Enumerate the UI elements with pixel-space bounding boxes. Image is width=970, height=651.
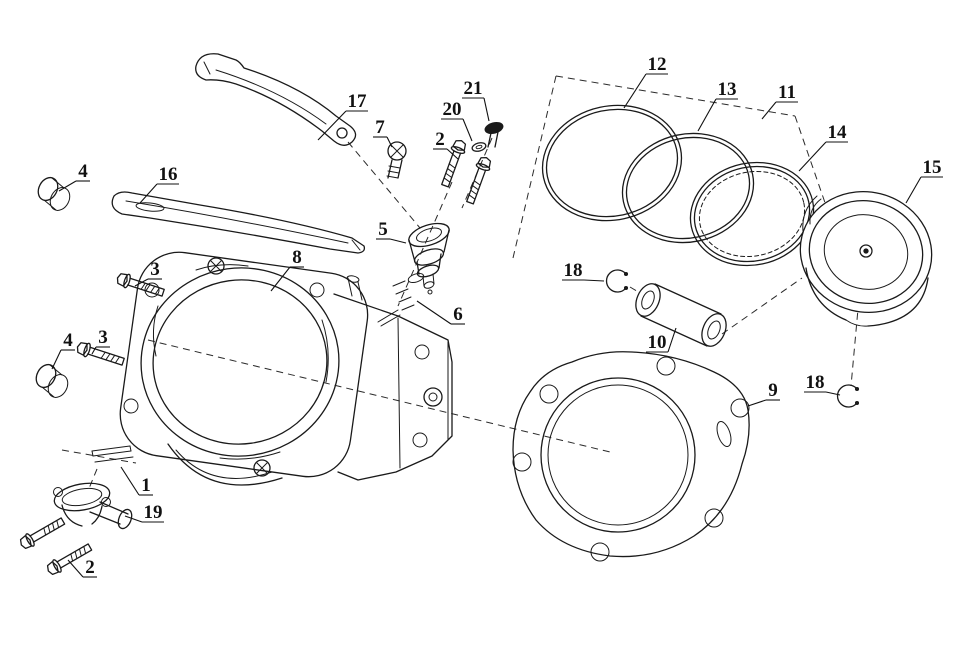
part-15-piston: [799, 190, 933, 327]
callout-leader-line: [747, 399, 767, 407]
callout-6: 6: [416, 300, 465, 325]
part-9-cylinder-gasket: [512, 351, 750, 562]
callout-17: 17: [317, 91, 368, 141]
callout-label: 4: [78, 161, 88, 182]
part-7-flat-screw: [386, 141, 407, 179]
callout-leader-line: [825, 391, 841, 396]
part-17-cam-chain-guide: [195, 53, 357, 146]
callout-label: 1: [141, 475, 151, 496]
part-18-circlips: [605, 269, 860, 408]
callout-leader-line: [905, 176, 922, 204]
callout-leader-line: [134, 278, 149, 287]
callout-label: 5: [378, 219, 388, 240]
callout-label: 13: [718, 79, 737, 100]
callout-leader-line: [462, 118, 473, 142]
callout-leader-line: [583, 279, 605, 282]
callout-8: 8: [270, 247, 304, 292]
callout-label: 6: [453, 304, 463, 325]
part-2-bolts-bottom: [17, 514, 95, 578]
callout-label: 7: [375, 117, 385, 138]
callout-leader-line: [120, 466, 140, 496]
callout-leader-line: [697, 98, 717, 132]
construction-dashed-lines: [61, 75, 863, 492]
callout-label: 3: [150, 259, 160, 280]
callout-16: 16: [139, 164, 179, 204]
callout-14: 14: [798, 122, 848, 172]
callout-label: 10: [648, 332, 667, 353]
callout-3-bottom: 3: [91, 327, 110, 355]
callout-9: 9: [747, 380, 780, 407]
callout-leader-line: [91, 346, 97, 355]
part-21-cap: [484, 121, 504, 148]
part-20-washer: [471, 142, 487, 152]
callout-leader-line: [317, 110, 347, 141]
callout-19: 19: [124, 502, 164, 523]
part-16-cam-chain-guide-rail: [111, 191, 366, 254]
callout-label: 14: [828, 122, 848, 143]
callout-label: 4: [63, 330, 73, 351]
part-19-water-joint: [53, 482, 133, 530]
callout-leader-line: [761, 101, 777, 120]
callout-label: 18: [564, 260, 583, 281]
callout-leader-line: [58, 180, 77, 192]
callout-4-top: 4: [58, 161, 90, 192]
callout-leader-line: [270, 266, 291, 292]
part-4-caps: [35, 176, 71, 398]
callout-5: 5: [376, 219, 407, 244]
callout-label: 16: [159, 164, 178, 185]
callout-leader-line: [798, 141, 827, 172]
callout-leader-line: [483, 97, 490, 122]
callout-label: 2: [85, 557, 95, 578]
callout-leader-line: [416, 300, 452, 325]
callout-label: 9: [768, 380, 778, 401]
part-6-spring: [377, 272, 425, 327]
part-10-piston-pin: [635, 283, 727, 347]
callout-2-top: 2: [433, 129, 459, 160]
callout-leader-line: [67, 559, 84, 578]
part-8-cylinder-block: [119, 251, 453, 486]
callout-11: 11: [761, 82, 798, 120]
callout-1: 1: [120, 466, 153, 496]
callout-21: 21: [462, 78, 490, 122]
callout-18-right: 18: [804, 372, 841, 396]
callout-18-left: 18: [562, 260, 605, 282]
callout-3-top: 3: [134, 259, 162, 287]
callout-leader-line: [124, 515, 143, 523]
callout-20: 20: [441, 99, 473, 142]
callout-leader-line: [139, 183, 158, 204]
callout-label: 20: [443, 99, 462, 120]
callout-label: 11: [778, 82, 796, 103]
callout-10: 10: [646, 327, 677, 353]
callout-leader-line: [667, 327, 677, 353]
callout-12: 12: [623, 54, 668, 109]
callout-15: 15: [905, 157, 943, 204]
callout-leader-line: [51, 349, 62, 370]
callout-label: 17: [348, 91, 368, 112]
callout-leader-line: [623, 73, 647, 109]
callout-13: 13: [697, 79, 738, 132]
callout-label: 19: [144, 502, 163, 523]
callout-label: 8: [292, 247, 302, 268]
callout-label: 12: [648, 54, 667, 75]
callout-label: 21: [464, 78, 483, 99]
part-14-oil-ring: [689, 161, 815, 267]
callout-7: 7: [373, 117, 393, 148]
callout-2-bottom: 2: [67, 557, 97, 578]
part-13-piston-ring: [621, 132, 755, 244]
callout-leader-line: [389, 238, 407, 244]
part-5-tensioner-lifter: [408, 222, 450, 295]
part-12-piston-ring: [541, 104, 683, 222]
callout-leader-line: [446, 148, 459, 160]
callout-label: 2: [435, 129, 445, 150]
callout-label: 18: [806, 372, 825, 393]
callout-4-bottom: 4: [51, 330, 75, 370]
part-1-shim: [91, 445, 134, 463]
callout-leader-line: [386, 136, 393, 148]
callout-label: 15: [923, 157, 942, 178]
callout-label: 3: [98, 327, 108, 348]
